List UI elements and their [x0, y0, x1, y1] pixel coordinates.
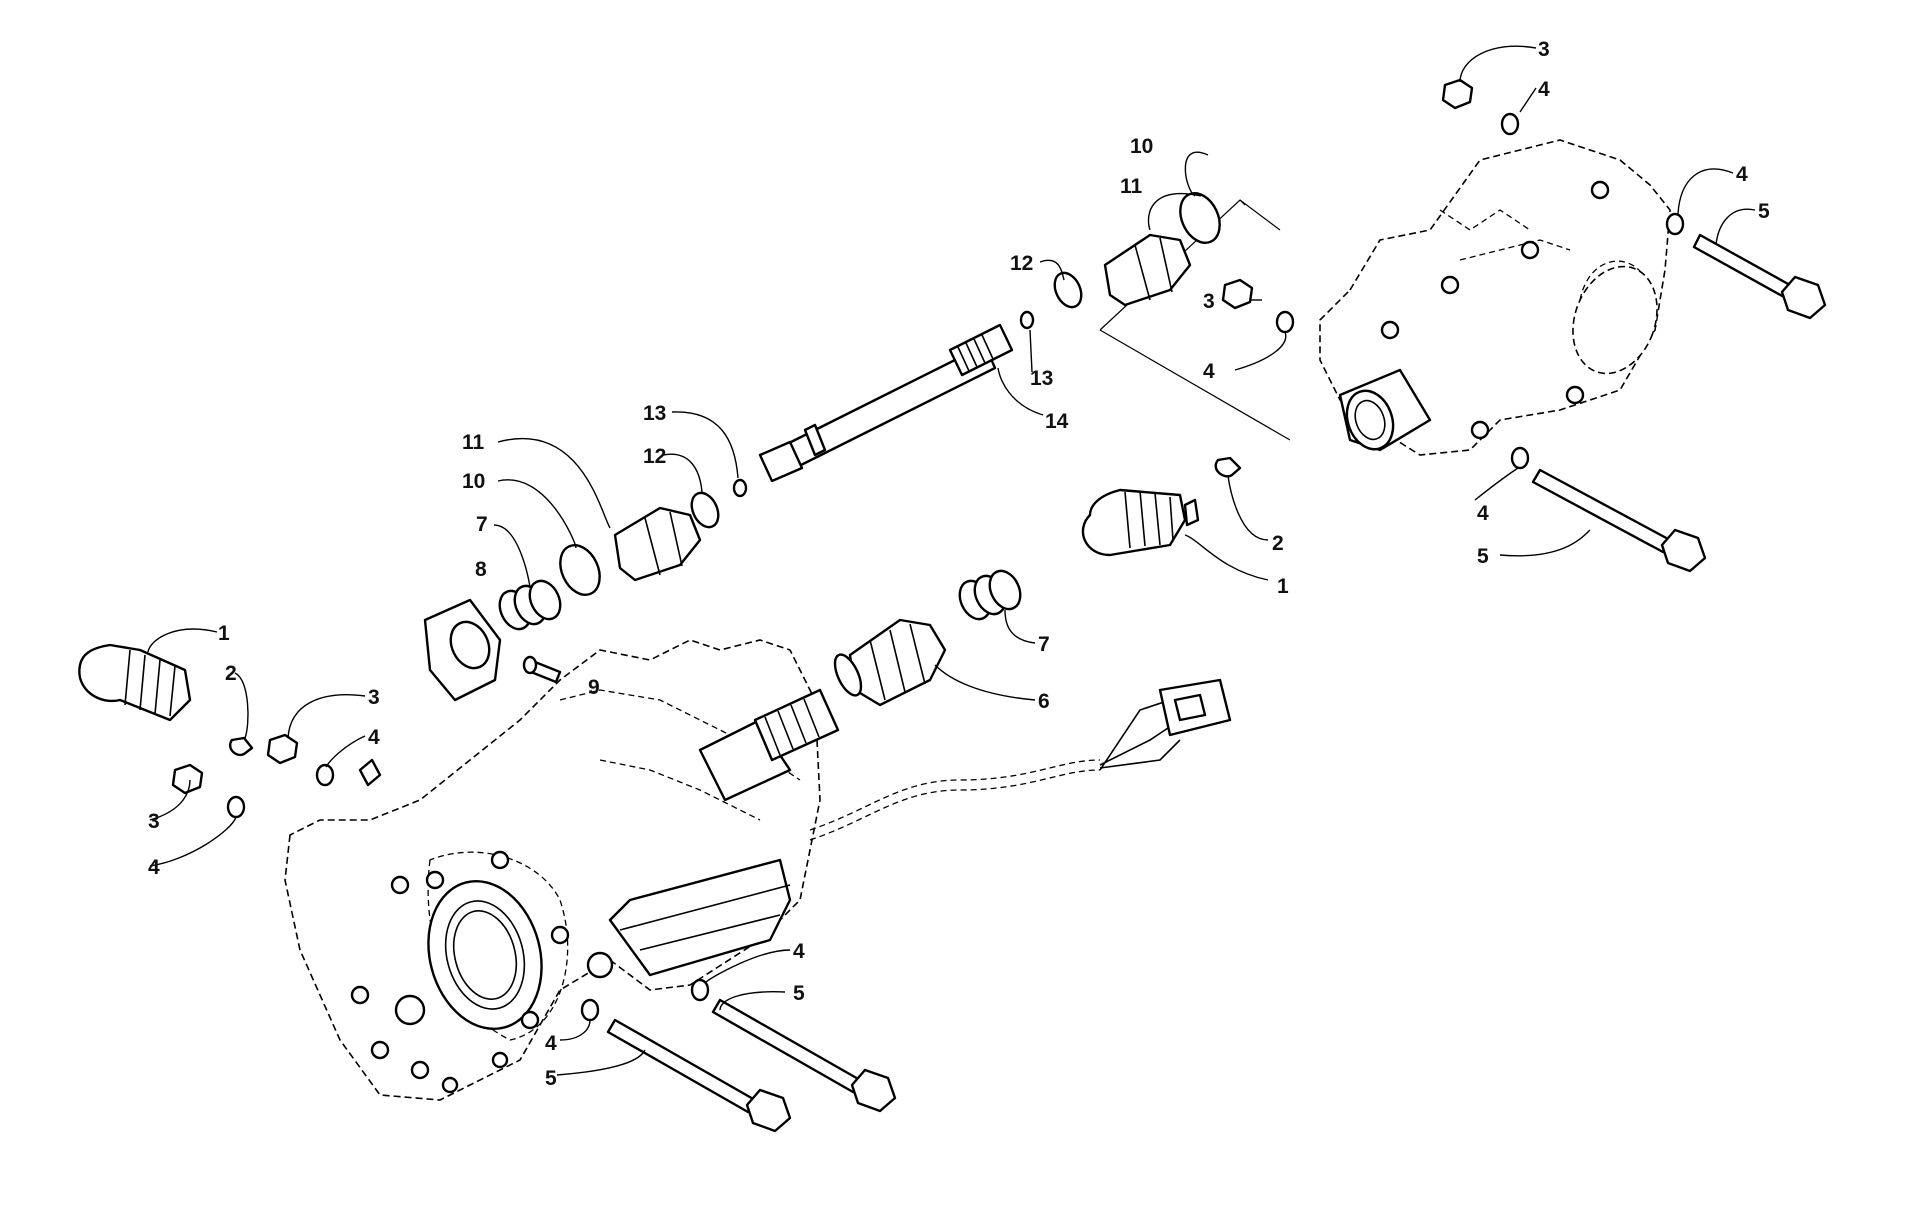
part-2-clip-front [229, 736, 254, 757]
callout-10: 10 [1130, 135, 1153, 158]
part-3-nut [171, 78, 1474, 795]
part-13-ring [732, 310, 1035, 498]
callout-2: 2 [225, 662, 237, 685]
callout-4: 4 [1203, 360, 1215, 383]
callout-3: 3 [148, 810, 160, 833]
callout-12: 12 [643, 445, 666, 468]
callout-4: 4 [1538, 78, 1550, 101]
callout-12: 12 [1010, 252, 1033, 275]
callout-4: 4 [1477, 502, 1489, 525]
rear-gearcase-housing [1319, 139, 1671, 456]
callout-11: 11 [1120, 175, 1143, 198]
callout-4: 4 [545, 1032, 557, 1055]
part-4-washer [226, 112, 1685, 1022]
wiring-harness [809, 678, 1232, 841]
callout-7: 7 [1038, 633, 1050, 656]
callout-13: 13 [1030, 367, 1053, 390]
callout-14: 14 [1045, 410, 1069, 433]
callout-6: 6 [1038, 690, 1050, 713]
callout-3: 3 [1203, 290, 1215, 313]
callout-1: 1 [218, 622, 230, 645]
callout-8: 8 [475, 558, 487, 581]
callout-2: 2 [1272, 532, 1284, 555]
callout-5: 5 [1477, 545, 1489, 568]
callout-4: 4 [1736, 163, 1748, 186]
callout-13: 13 [643, 402, 666, 425]
callout-9: 9 [588, 676, 600, 699]
part-1-rear-boot [1081, 488, 1200, 557]
part-8-cover [423, 598, 502, 702]
part-1-front-boot [78, 643, 192, 722]
part-12-clamp [690, 271, 1083, 529]
part-2-clip-rear [1214, 456, 1242, 478]
callout-3: 3 [368, 686, 380, 709]
part-5-bolt [606, 233, 1827, 1133]
callout-4: 4 [368, 726, 380, 749]
callout-1: 1 [1277, 575, 1289, 598]
callout-11: 11 [462, 431, 485, 454]
callout-5: 5 [545, 1067, 557, 1090]
callout-labels: 1 1 2 2 3 3 3 3 4 4 4 4 4 4 4 4 5 5 5 5 … [148, 38, 1770, 1090]
front-output-shaft [698, 688, 840, 802]
driveshaft [758, 323, 1014, 483]
callout-leaders [147, 45, 1756, 1076]
callout-5: 5 [1758, 200, 1770, 223]
callout-5: 5 [793, 982, 805, 1005]
part-6-boot [833, 618, 947, 707]
callout-7: 7 [476, 513, 488, 536]
part-11-boot [613, 233, 1192, 582]
callout-4: 4 [148, 856, 160, 879]
callout-3: 3 [1538, 38, 1550, 61]
part-9-screw [522, 655, 562, 684]
front-gearcase-housing [284, 639, 821, 1101]
callout-10: 10 [462, 470, 485, 493]
callout-4: 4 [793, 940, 805, 963]
part-7-spring [498, 569, 1022, 631]
